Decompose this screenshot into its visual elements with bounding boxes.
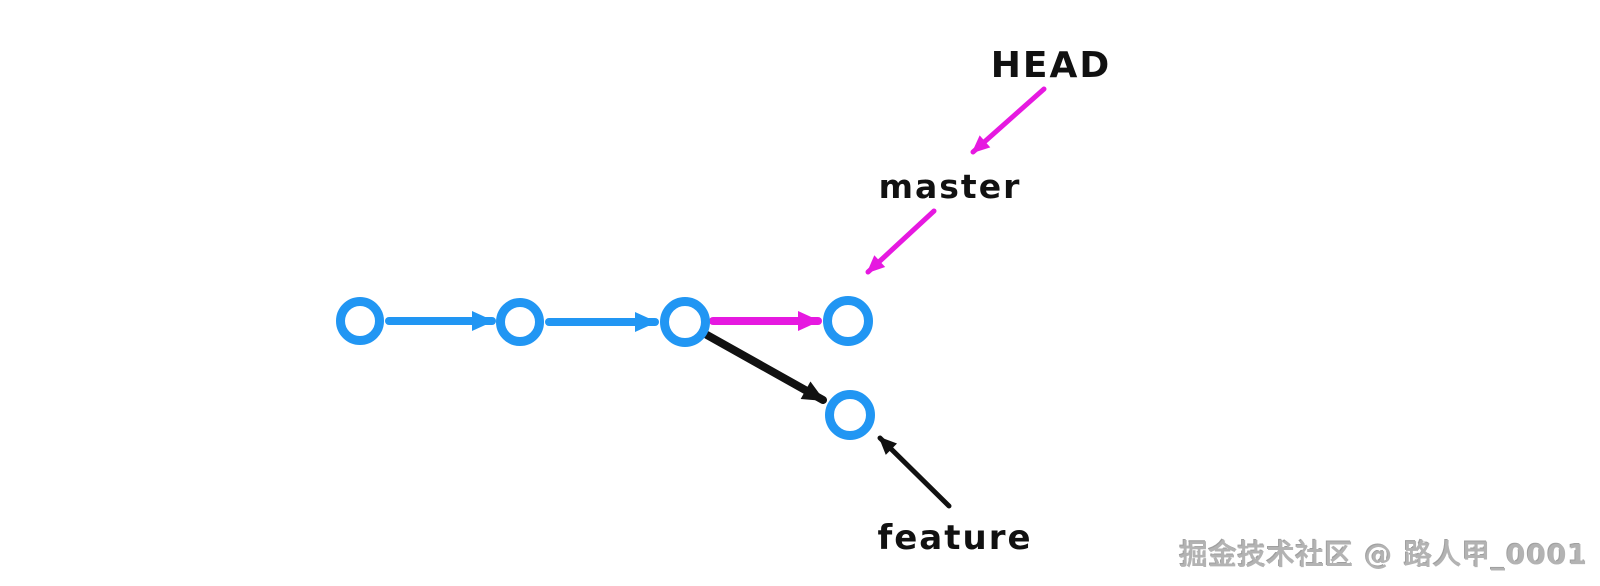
head-label: HEAD — [991, 45, 1111, 86]
feature-pointer-arrow — [877, 435, 952, 509]
watermark-text: 掘金技术社区 @ 路人甲_0001 — [1180, 538, 1588, 571]
commit-node-2 — [496, 298, 544, 346]
commit-node-3-branch-point — [660, 297, 710, 347]
edge-c3-feature — [703, 331, 827, 404]
head-pointer-arrow — [970, 86, 1047, 155]
feature-label: feature — [877, 518, 1032, 558]
master-pointer-arrow — [865, 208, 937, 275]
commit-node-1 — [336, 297, 384, 345]
master-label: master — [879, 167, 1022, 206]
commit-node-feature — [825, 390, 875, 440]
commit-node-master — [823, 296, 873, 346]
